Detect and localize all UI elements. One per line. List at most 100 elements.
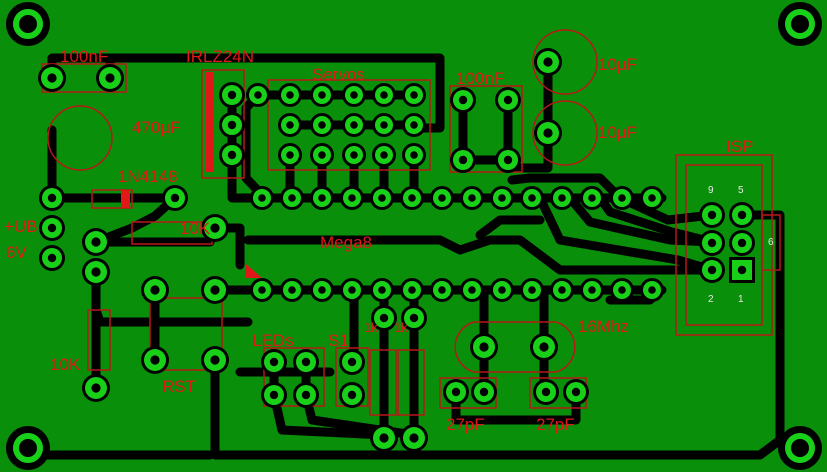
pad-led-2 [293,349,319,375]
pad-c100nf-mid-3 [450,147,476,173]
label-r-1k-b: 1k [394,320,408,335]
pad-mcu-top-0 [250,186,274,210]
pad-c10uf-b [534,119,562,147]
pad-r1k-b1 [401,305,427,331]
diode-band [121,190,130,208]
pad-diode-a [39,185,65,211]
pad-mcu-bottom-5 [400,278,424,302]
pad-servo-2-3 [372,143,396,167]
pad-servo-2-2 [342,143,366,167]
pad-led-4 [293,382,319,408]
label-c-10uf-a: 10µF [598,55,637,74]
pad-diode-k [162,185,188,211]
pad-servo-0-4 [402,83,426,107]
pad-servo-1-0 [278,113,302,137]
pad-mcu-top-1 [280,186,304,210]
pad-servo-2-0 [278,143,302,167]
pad-s1-2 [339,382,365,408]
pad-servo-0-0 [278,83,302,107]
pad-mcu-top-4 [370,186,394,210]
pad-servo-1-2 [342,113,366,137]
pad-rst-3 [141,346,169,374]
pad-c100nf-2 [96,64,124,92]
pad-mcu-top-12 [610,186,634,210]
pad-mcu-bottom-8 [490,278,514,302]
pad-r10k-b1 [82,258,110,286]
pad-mcu-top-8 [490,186,514,210]
label-6v: 6V [6,243,27,262]
component-pads [38,48,755,452]
pad-servo-0-2 [342,83,366,107]
label-isp-pin5: 5 [738,185,744,196]
pad-mcu-top-7 [460,186,484,210]
pad-servo-bus [246,83,270,107]
pad-r1k-a1 [371,305,397,331]
pad-servo-2-4 [402,143,426,167]
label-isp-pin1: 1 [738,294,744,305]
pad-mcu-bottom-10 [550,278,574,302]
mosfet-tab [206,72,214,172]
pad-isp-2 [699,257,725,283]
label-mega8: Mega8 [320,233,372,252]
pad-mosfet-d [219,112,245,138]
label-rst: RST [162,377,196,396]
label-c-27pf-b: 27pF [536,415,575,434]
pad-r10k-b2 [82,374,110,402]
pad-r1k-a2 [370,424,398,452]
pad-led-3 [261,382,287,408]
pad-rst-2 [201,276,229,304]
mcu-pin1-marker [246,264,262,278]
component-labels: 100nF IRLZ24N Servos 100nF 10µF 10µF 470… [4,47,774,434]
label-c-27pf-a: 27pF [446,415,485,434]
pad-c100nf-1 [38,64,66,92]
pad-rst-4 [201,346,229,374]
pad-ub-1 [39,215,65,241]
label-irlz: IRLZ24N [186,47,254,66]
pad-c10uf-a [534,48,562,76]
pad-mcu-bottom-0 [250,278,274,302]
pad-isp-9 [699,202,725,228]
pad-isp-4 [729,230,755,256]
pad-xtal-1 [470,333,498,361]
label-c-100nf-mid: 100nF [456,69,504,88]
label-crystal: 16Mhz [578,317,629,336]
label-diode: 1N4148 [118,167,178,186]
pad-servo-2-1 [310,143,334,167]
pad-mcu-bottom-13 [640,278,664,302]
label-r-10k-b: 10K [50,355,81,374]
label-leds: LEDs [252,331,294,350]
pad-servo-0-1 [310,83,334,107]
pad-mosfet-g [219,82,245,108]
label-c-10uf-b: 10µF [598,123,637,142]
pad-mcu-bottom-11 [580,278,604,302]
pad-servo-1-1 [310,113,334,137]
pad-c100nf-mid-4 [495,147,521,173]
label-r-10k-a: 10K [180,219,211,238]
label-s1: S1 [328,331,349,350]
pad-isp-1 [729,257,755,283]
pad-r10k-a2 [201,214,229,242]
pad-servo-1-3 [372,113,396,137]
pad-c27pf-b1 [533,379,559,405]
pad-mcu-top-11 [580,186,604,210]
pad-c27pf-a1 [443,379,469,405]
pad-mcu-top-5 [400,186,424,210]
pad-mcu-bottom-1 [280,278,304,302]
pad-c27pf-b2 [563,379,589,405]
pad-s1-1 [339,349,365,375]
pad-r10k-a1 [82,228,110,256]
pad-r1k-b2 [400,424,428,452]
label-c-470uf: 470µF [132,118,181,137]
pad-mcu-bottom-3 [340,278,364,302]
pad-c100nf-mid-2 [495,87,521,113]
pad-mcu-top-13 [640,186,664,210]
pad-mcu-bottom-6 [430,278,454,302]
label-isp-pin6: 6 [768,237,774,248]
pad-ub-2 [39,245,65,271]
pad-servo-0-3 [372,83,396,107]
label-c-100nf-top: 100nF [60,47,108,66]
pad-mcu-top-10 [550,186,574,210]
pad-rst-1 [141,276,169,304]
